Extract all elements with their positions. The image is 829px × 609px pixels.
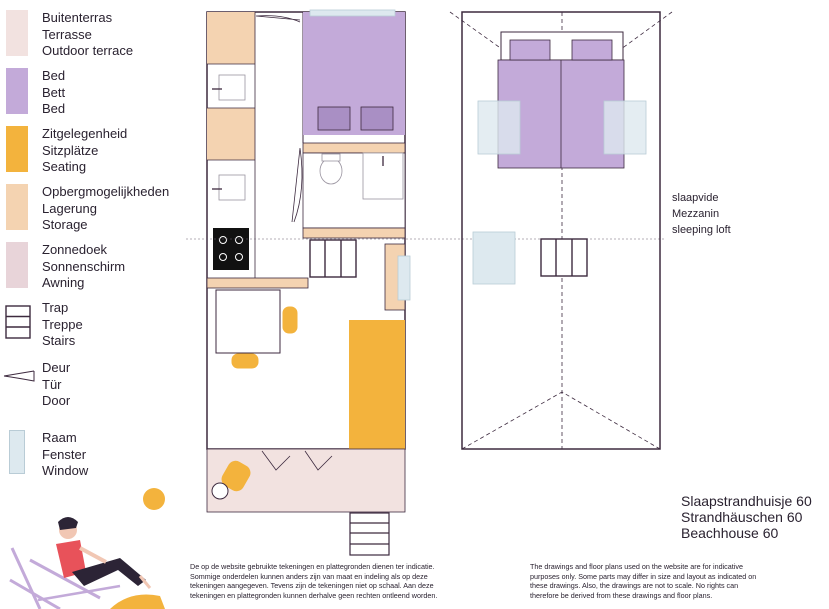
storage-shelf bbox=[302, 142, 406, 154]
legend-label-line: Tür bbox=[42, 376, 62, 392]
chair-icon bbox=[231, 306, 298, 369]
legend-label-line: Treppe bbox=[42, 316, 83, 332]
window bbox=[397, 255, 411, 301]
stairs-icon bbox=[309, 239, 357, 278]
house-name-line: Strandhäuschen 60 bbox=[681, 509, 803, 525]
window bbox=[472, 231, 516, 285]
legend-label-line: Sonnenschirm bbox=[42, 258, 126, 274]
window bbox=[309, 9, 396, 17]
pillow bbox=[571, 39, 613, 61]
window bbox=[603, 100, 647, 155]
house-name-line: Beachhouse 60 bbox=[681, 525, 779, 541]
legend-label-line: Zitgelegenheid bbox=[42, 126, 128, 141]
door-icon bbox=[261, 450, 333, 471]
disclaimer-line: Sommige onderdelen kunnen anders zijn va… bbox=[190, 571, 428, 581]
disclaimer-line: purposes only. Some parts may differ in … bbox=[530, 571, 757, 581]
storage-swatch bbox=[6, 184, 28, 230]
legend-label-line: Fenster bbox=[42, 446, 87, 462]
storage-counter bbox=[206, 277, 309, 289]
table-icon bbox=[211, 482, 229, 500]
storage-shelf bbox=[302, 227, 406, 239]
window-swatch bbox=[9, 430, 25, 474]
door-icon bbox=[3, 370, 35, 382]
bed-swatch bbox=[6, 68, 28, 114]
door-icon bbox=[255, 15, 303, 223]
legend-label-line: Stairs bbox=[42, 333, 76, 348]
legend-label-line: Deur bbox=[42, 360, 71, 375]
sink-icon bbox=[218, 174, 246, 201]
legend-label-line: Window bbox=[42, 463, 89, 478]
legend-label-line: Opbergmogelijkheden bbox=[42, 184, 170, 199]
sofa bbox=[349, 320, 405, 449]
legend-label-line: Zonnedoek bbox=[42, 242, 108, 257]
sink-icon bbox=[218, 74, 246, 101]
legend-label-line: Door bbox=[42, 393, 71, 408]
loft-label-line: slaapvide bbox=[672, 192, 719, 204]
legend-label-line: Sitzplätze bbox=[42, 142, 99, 158]
house-name-line: Slaapstrandhuisje 60 bbox=[681, 493, 812, 509]
loft-label-line: sleeping loft bbox=[672, 224, 731, 236]
legend-label-line: Storage bbox=[42, 217, 88, 232]
window bbox=[477, 100, 521, 155]
legend-label-line: Bed bbox=[42, 68, 66, 83]
disclaimer-line: De op de website gebruikte tekeningen en… bbox=[190, 562, 435, 571]
stairs-icon bbox=[540, 238, 588, 277]
loft-plan bbox=[449, 11, 673, 450]
legend-label-line: Terrasse bbox=[42, 26, 92, 42]
legend-label-line: Trap bbox=[42, 300, 69, 315]
loft-label: slaapvide Mezzanin sleeping loft bbox=[672, 190, 731, 238]
dining-table bbox=[215, 289, 281, 354]
ground-floor-plan bbox=[206, 9, 411, 556]
storage-cabinet bbox=[207, 108, 255, 160]
legend-label-line: Bett bbox=[42, 84, 66, 100]
toilet-icon bbox=[319, 157, 343, 185]
outdoor-terrace-swatch bbox=[6, 10, 28, 56]
pillow bbox=[360, 106, 394, 131]
disclaimer-line: tekeningen en plattegronden kunnen derha… bbox=[190, 590, 438, 600]
house-name: Slaapstrandhuisje 60 Strandhäuschen 60 B… bbox=[681, 493, 812, 541]
legend-label-line: Buitenterras bbox=[42, 10, 113, 25]
pillow bbox=[509, 39, 551, 61]
disclaimer-line: these drawings. Also, the drawings are n… bbox=[530, 581, 739, 590]
loft-label-line: Mezzanin bbox=[672, 208, 720, 220]
seating-swatch bbox=[6, 126, 28, 172]
stairs-icon bbox=[5, 305, 31, 339]
disclaimer-line: The drawings and floor plans used on the… bbox=[530, 562, 743, 571]
pillow bbox=[317, 106, 351, 131]
chair-icon bbox=[221, 460, 251, 492]
legend-label-line: Outdoor terrace bbox=[42, 43, 134, 58]
stairs-icon bbox=[349, 512, 390, 556]
legend-label-line: Bed bbox=[42, 101, 66, 116]
relaxing-person-illustration bbox=[9, 488, 165, 609]
legend-label-line: Seating bbox=[42, 159, 87, 174]
legend-label-line: Lagerung bbox=[42, 200, 97, 216]
loft-outline bbox=[461, 11, 661, 450]
stove-icon bbox=[213, 228, 249, 270]
legend-label-line: Raam bbox=[42, 430, 77, 445]
legend-label-line: Awning bbox=[42, 275, 85, 290]
disclaimer-english: The drawings and floor plans used on the… bbox=[530, 562, 756, 600]
disclaimer-line: tekeningen aangegeven. Tevens zijn de te… bbox=[190, 581, 434, 590]
disclaimer-line: therefore be derived from these drawings… bbox=[530, 590, 713, 600]
disclaimer-dutch: De op de website gebruikte tekeningen en… bbox=[190, 562, 437, 600]
storage-cabinet bbox=[207, 12, 255, 64]
awning-swatch bbox=[6, 242, 28, 288]
